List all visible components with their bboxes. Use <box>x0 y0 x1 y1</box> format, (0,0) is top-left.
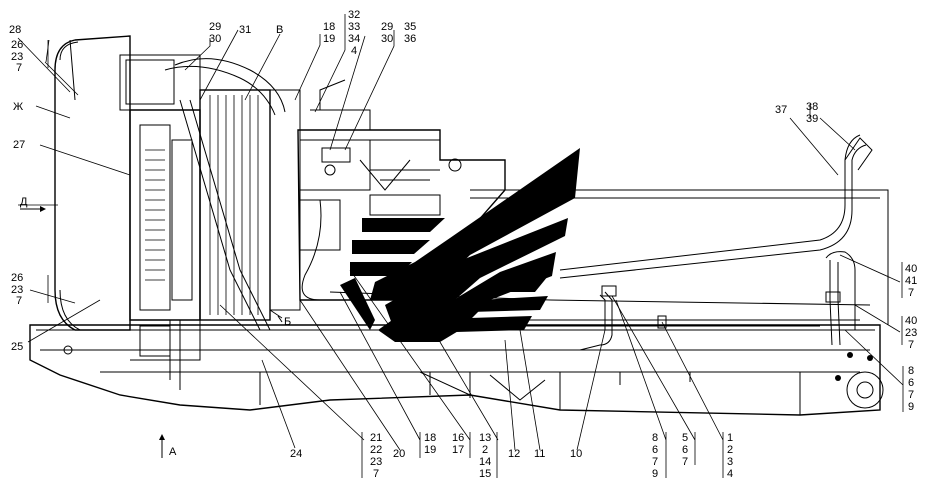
callout-30-left: 30 <box>209 33 221 45</box>
callout-1: 1 <box>727 432 733 444</box>
callout-36: 36 <box>404 33 416 45</box>
callout-29-right: 29 <box>381 21 393 33</box>
engine-block <box>297 79 506 301</box>
callout-28: 28 <box>9 24 21 36</box>
callout-7-lower-right: 7 <box>908 339 914 351</box>
callout-labels: 28 26 23 7 29 30 31 В 18 19 32 33 34 4 2… <box>9 9 917 480</box>
callout-40-lower: 40 <box>905 315 917 327</box>
callout-22: 22 <box>370 444 382 456</box>
chassis-frame <box>29 324 884 416</box>
callout-6-right: 6 <box>908 377 914 389</box>
callout-9-bottom: 9 <box>652 468 658 480</box>
callout-9-right: 9 <box>908 401 914 413</box>
callout-24: 24 <box>290 448 302 460</box>
callout-40-upper: 40 <box>905 263 917 275</box>
callout-26-bottom: 26 <box>11 272 23 284</box>
callout-35: 35 <box>404 21 416 33</box>
callout-19-top: 19 <box>323 33 335 45</box>
callout-31: 31 <box>239 24 251 36</box>
callout-15: 15 <box>479 468 491 480</box>
core-tubes <box>164 58 301 331</box>
callout-38: 38 <box>806 101 818 113</box>
callout-20: 20 <box>393 448 405 460</box>
callout-16: 16 <box>452 432 464 444</box>
callout-A: А <box>169 446 177 458</box>
callout-33: 33 <box>348 21 360 33</box>
callout-25: 25 <box>11 341 23 353</box>
callout-2-bottom: 2 <box>482 444 488 456</box>
logo-emblem <box>340 148 580 342</box>
callout-7-bottom: 7 <box>16 295 22 307</box>
arrow-B-icon <box>277 315 283 323</box>
callout-12: 12 <box>508 448 520 460</box>
callout-Zh: Ж <box>13 101 23 113</box>
callout-4-1group: 4 <box>727 468 733 480</box>
callout-17: 17 <box>452 444 464 456</box>
callout-8-right: 8 <box>908 365 914 377</box>
callout-D: Д <box>20 196 28 208</box>
callout-19-bottom: 19 <box>424 444 436 456</box>
callout-5: 5 <box>682 432 688 444</box>
callout-V: В <box>276 24 283 36</box>
callout-2-1group: 2 <box>727 444 733 456</box>
callout-41: 41 <box>905 275 917 287</box>
callout-37: 37 <box>775 104 787 116</box>
callout-7-right: 7 <box>908 389 914 401</box>
callout-39: 39 <box>806 113 818 125</box>
callout-6-5group: 6 <box>682 444 688 456</box>
callout-11: 11 <box>534 448 545 460</box>
callout-23-top: 23 <box>11 51 23 63</box>
callout-30-right: 30 <box>381 33 393 45</box>
callout-32: 32 <box>348 9 360 21</box>
callout-4-top: 4 <box>351 45 357 57</box>
fuel-lines <box>470 134 873 351</box>
callout-6-bottom: 6 <box>652 444 658 456</box>
callout-27: 27 <box>13 139 25 151</box>
callout-29-left: 29 <box>209 21 221 33</box>
view-arrows <box>20 206 283 458</box>
callout-18-bottom: 18 <box>424 432 436 444</box>
callout-10: 10 <box>570 448 582 460</box>
callout-7-upper-right: 7 <box>908 287 914 299</box>
callout-23-bottom-row: 23 <box>370 456 382 468</box>
callout-13: 13 <box>479 432 491 444</box>
callout-26-top: 26 <box>11 39 23 51</box>
callout-21: 21 <box>370 432 382 444</box>
callout-23-bottom: 23 <box>11 284 23 296</box>
callout-7-top: 7 <box>16 62 22 74</box>
callout-18-top: 18 <box>323 21 335 33</box>
callout-B: Б <box>284 316 291 328</box>
callout-7-bottom-8group: 7 <box>652 456 658 468</box>
callout-14: 14 <box>479 456 491 468</box>
leader-lines <box>17 14 904 478</box>
radiator-block <box>54 35 201 390</box>
callout-7-5group: 7 <box>682 456 688 468</box>
callout-8-bottom: 8 <box>652 432 658 444</box>
callout-34: 34 <box>348 33 360 45</box>
callout-3: 3 <box>727 456 733 468</box>
callout-7-bottom-row: 7 <box>373 468 379 480</box>
callout-23-right: 23 <box>905 327 917 339</box>
